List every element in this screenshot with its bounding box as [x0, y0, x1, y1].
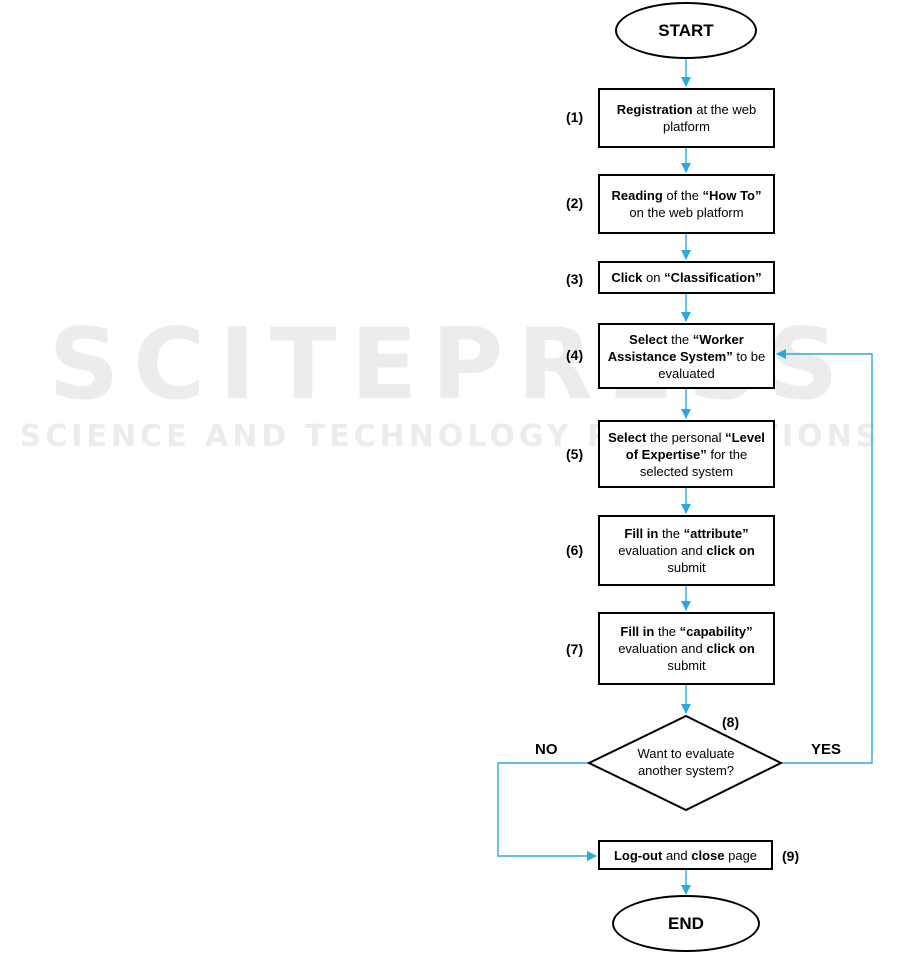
step-text-bold: Click: [611, 270, 643, 285]
step-2-number: (2): [566, 195, 584, 211]
step-text-bold: Reading: [611, 188, 663, 203]
step-text-regular: the personal: [646, 429, 726, 445]
step-text-bold: “capability”: [679, 624, 753, 639]
step-7-box: Fill in the “capability” evaluation and …: [598, 612, 775, 685]
step-5-number: (5): [566, 446, 584, 462]
step-text-regular: on the web platform: [629, 205, 744, 220]
step-1-number: (1): [566, 109, 584, 125]
step-text-bold: click on: [706, 641, 755, 656]
step-text-regular: and: [662, 847, 692, 863]
decision-diamond: [586, 714, 784, 812]
step-text-regular: at the web platform: [663, 102, 757, 134]
step-text-bold: Registration: [616, 102, 693, 117]
step-6-number: (6): [566, 542, 584, 558]
step-text-regular: evaluation and: [618, 543, 707, 558]
step-text: Reading of the “How To” on the web platf…: [606, 187, 767, 221]
step-4-number: (4): [566, 347, 584, 363]
step-text-bold: close: [691, 847, 725, 863]
step-text-bold: “Classification”: [664, 270, 762, 285]
step-text-regular: the: [654, 624, 680, 639]
arrow-no-path: [497, 762, 597, 861]
step-text-regular: to be evaluated: [658, 348, 766, 381]
step-7-number: (7): [566, 641, 584, 657]
start-terminal: START: [615, 2, 757, 59]
step-text-regular: page: [724, 847, 758, 863]
step-text: Click on “Classification”: [611, 269, 761, 286]
step-text-bold: “attribute”: [683, 526, 749, 541]
step-text-bold: Fill in: [620, 624, 655, 639]
step-5-box: Select the personal “Level of Expertise”…: [598, 420, 775, 488]
step-text-bold: “Worker Assistance System”: [607, 331, 744, 364]
step-6-box: Fill in the “attribute” evaluation and c…: [598, 515, 775, 586]
step-text: Fill in the “capability” evaluation and …: [606, 623, 767, 674]
step-4-box: Select the “Worker Assistance System” to…: [598, 323, 775, 389]
step-3-box: Click on “Classification”: [598, 261, 775, 294]
step-text-regular: of the: [662, 188, 703, 203]
step-text-bold: “Level of Expertise”: [625, 429, 765, 462]
step-text-regular: the: [658, 526, 684, 541]
step-text: Registration at the web platform: [606, 101, 767, 135]
decision-question: Want to evaluate another system?: [637, 746, 735, 778]
step-text-regular: for the selected system: [639, 446, 748, 479]
step-text-regular: submit: [667, 560, 706, 575]
step-text: Select the personal “Level of Expertise”…: [606, 429, 767, 480]
step-text-regular: on: [642, 270, 665, 285]
decision-no-label: NO: [535, 741, 558, 758]
step-3-number: (3): [566, 271, 584, 287]
step-9-box: Log-out and close page: [598, 840, 773, 870]
step-text: Fill in the “attribute” evaluation and c…: [606, 525, 767, 576]
step-8-number: (8): [722, 714, 740, 730]
decision-yes-label: YES: [811, 741, 842, 758]
end-terminal: END: [612, 895, 760, 952]
step-text-bold: click on: [706, 543, 755, 558]
start-label: START: [658, 20, 714, 40]
step-1-box: Registration at the web platform: [598, 88, 775, 148]
step-text-bold: Select: [629, 331, 668, 347]
end-label: END: [668, 913, 704, 933]
step-text-bold: Log-out: [613, 847, 663, 863]
step-text-regular: the: [667, 331, 693, 347]
arrow-yes-loop: [776, 349, 873, 764]
step-text-regular: evaluation and: [618, 641, 707, 656]
step-2-box: Reading of the “How To” on the web platf…: [598, 174, 775, 234]
step-text-bold: “How To”: [702, 188, 762, 203]
step-text-bold: Select: [608, 429, 647, 445]
step-text-bold: Fill in: [624, 526, 659, 541]
step-text-regular: submit: [667, 658, 706, 673]
step-text: Log-out and close page: [614, 847, 757, 864]
step-text: Select the “Worker Assistance System” to…: [606, 331, 767, 382]
step-9-number: (9): [782, 848, 800, 864]
